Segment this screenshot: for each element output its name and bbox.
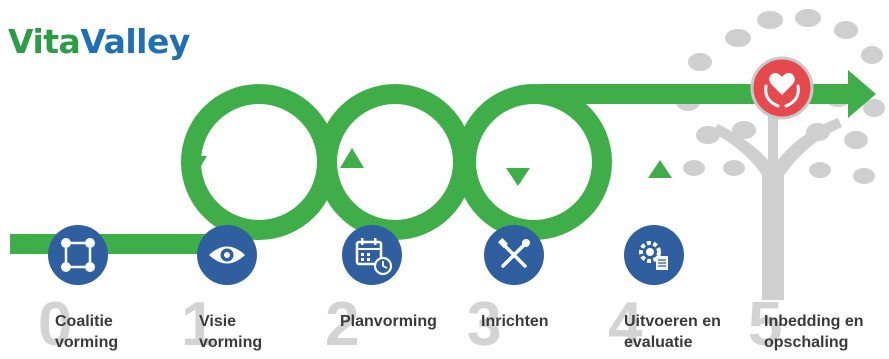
gear-document-icon (624, 225, 684, 285)
step-label-line2: vorming (55, 332, 118, 353)
direction-marker (340, 148, 364, 168)
step-label-line1: Inrichten (481, 311, 549, 332)
tools-icon (484, 225, 544, 285)
step-label-line1: Uitvoeren en (624, 311, 721, 332)
step-label-line2: opschaling (764, 332, 864, 353)
step-label: Uitvoeren en evaluatie (624, 311, 721, 353)
step-label-line1: Coalitie (55, 311, 118, 332)
direction-marker (648, 160, 672, 178)
step-label-line2: evaluatie (624, 332, 721, 353)
direction-marker (506, 168, 530, 186)
step-label: Planvorming (340, 311, 437, 332)
calendar-clock-icon (342, 225, 402, 285)
step-label: Coalitie vorming (55, 311, 118, 353)
step-label-line2: vorming (199, 332, 262, 353)
step-label-line1: Visie (199, 311, 262, 332)
step-label-line1: Planvorming (340, 311, 437, 332)
step-label: Inrichten (481, 311, 549, 332)
network-icon (48, 225, 108, 285)
tree-icon (676, 9, 885, 300)
step-label: Inbedding en opschaling (764, 311, 864, 353)
step-label: Visie vorming (199, 311, 262, 353)
eye-icon (197, 225, 257, 285)
step-label-line1: Inbedding en (764, 311, 864, 332)
heart-hands-icon (752, 58, 812, 118)
